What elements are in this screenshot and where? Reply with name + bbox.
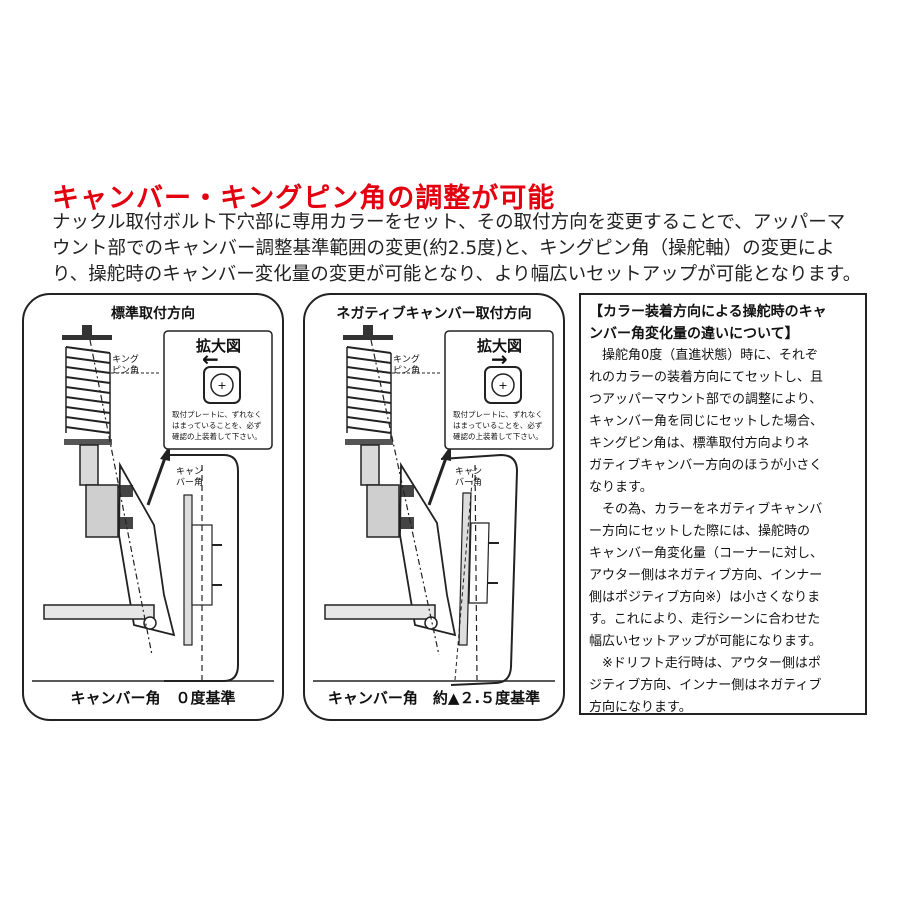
upper-bolt — [400, 485, 414, 497]
standard-mounting-panel: + 標準取付方向 キング ピン角 拡大図 ← 取付プレートに、ずれなく はまって… — [22, 293, 284, 721]
camber-label: キャン バー角 — [176, 467, 203, 489]
lower-bolt — [400, 517, 414, 529]
explanation-line: キャンバー角を同じにセットした場合、 — [589, 414, 824, 429]
mount-note: 取付プレートに、ずれなく はまっていることを、必ず 確認の上装着して下さい。 — [172, 409, 262, 442]
damper-tube — [79, 444, 99, 486]
spring-seat — [64, 439, 112, 445]
explanation-line: 幅広いセットアップが可能になります。 — [589, 634, 822, 649]
explanation-line: 操舵角0度（直進状態）時に、それぞ — [589, 348, 818, 363]
note-line: 確認の上装着して下さい。 — [172, 432, 262, 441]
damper-tube — [360, 444, 380, 486]
panel-caption: キャンバー角 約▲２.５度基準 — [327, 689, 541, 707]
explanation-line: れのカラーの装着方向にてセットし、且 — [589, 370, 824, 385]
intro-line: り、操舵時のキャンバー変化量の変更が可能となり、より幅広いセットアップが可能とな… — [52, 264, 862, 285]
lower-arm — [43, 604, 155, 620]
knuckle-outline — [118, 461, 176, 637]
intro-line: ウント部でのキャンバー調整基準範囲の変更(約2.5度)と、キングピン角（操舵軸）… — [52, 238, 835, 259]
camber-reference-line — [474, 464, 478, 681]
explanation-line: つアッパーマウント部での調整により、 — [589, 392, 823, 407]
kingpin-label: キング ピン角 — [112, 355, 139, 377]
wheel-outline — [164, 454, 239, 682]
kingpin-label-line: キング — [393, 355, 420, 365]
note-line: はまっていることを、必ず — [172, 421, 262, 430]
explanation-line: その為、カラーをネガティブキャンバ — [589, 502, 823, 517]
kingpin-label-line: ピン角 — [112, 366, 140, 376]
note-line: 取付プレートに、ずれなく — [172, 410, 262, 419]
explanation-line: ジティブ方向、インナー側はネガティブ — [589, 678, 822, 693]
svg-text:+: + — [217, 379, 226, 392]
panel-title: 標準取付方向 — [111, 306, 195, 322]
explanation-title: 【カラー装着方向による操舵時のキャ ンバー角変化量の違いについて】 — [589, 301, 857, 345]
kingpin-label-line: キング — [112, 355, 139, 365]
coil-spring — [346, 346, 392, 439]
pointer-arrow — [427, 454, 449, 506]
camber-label: キャン バー角 — [455, 467, 482, 489]
knuckle-outline — [399, 461, 457, 637]
explanation-line: キャンバー角変化量（コーナーに対し、 — [589, 546, 824, 561]
negative-camber-panel: + ネガティブキャンバー取付方向 キング ピン角 拡大図 → 取付プレートに、ず… — [303, 293, 565, 721]
camber-label-line: バー角 — [455, 478, 483, 488]
wheel-outline — [440, 453, 519, 686]
camber-label-line: バー角 — [176, 478, 204, 488]
explanation-box: 【カラー装着方向による操舵時のキャ ンバー角変化量の違いについて】 操舵角0度（… — [579, 293, 867, 715]
knuckle-bracket — [85, 484, 119, 538]
top-mount-stud — [363, 325, 373, 337]
left-arrow-icon: ← — [202, 347, 219, 371]
svg-text:+: + — [498, 379, 507, 392]
explanation-line: なります。 — [589, 480, 653, 495]
explanation-line: ガティブキャンバー方向のほうが小さく — [589, 458, 823, 473]
intro-line: ナックル取付ボルト下穴部に専用カラーをセット、その取付方向を変更することで、アッ… — [52, 212, 846, 233]
lower-arm — [324, 604, 436, 620]
enlarge-title: 拡大図 — [477, 337, 523, 355]
explanation-body: 操舵角0度（直進状態）時に、それぞ れのカラーの装着方向にてセットし、且 つアッ… — [589, 345, 857, 719]
kingpin-axis — [89, 339, 153, 656]
note-line: 確認の上装着して下さい。 — [453, 432, 543, 441]
spring-seat — [345, 439, 393, 445]
explanation-title-line: ンバー角変化量の違いについて】 — [589, 326, 799, 342]
ball-joint — [143, 616, 157, 630]
kingpin-label: キング ピン角 — [393, 355, 420, 377]
top-mount-plate — [343, 335, 393, 340]
explanation-line: す。これにより、走行シーンに合わせた — [589, 612, 821, 627]
coil-spring — [65, 346, 111, 439]
top-mount-stud — [82, 325, 92, 337]
intro-paragraph: ナックル取付ボルト下穴部に専用カラーをセット、その取付方向を変更することで、アッ… — [52, 210, 872, 288]
panel-title: ネガティブキャンバー取付方向 — [336, 306, 532, 322]
hub — [468, 522, 490, 604]
mount-note: 取付プレートに、ずれなく はまっていることを、必ず 確認の上装着して下さい。 — [453, 409, 543, 442]
note-line: はまっていることを、必ず — [453, 421, 543, 430]
explanation-line: ※ドリフト走行時は、アウター側はポ — [589, 656, 821, 671]
right-arrow-icon: → — [491, 347, 508, 371]
brake-rotor — [183, 494, 193, 646]
explanation-line: ー方向にセットした際には、操舵時の — [589, 524, 811, 539]
camber-label-line: キャン — [455, 467, 483, 477]
negative-suspension-diagram: + — [313, 325, 555, 686]
knuckle-bracket — [366, 484, 400, 538]
camber-label-line: キャン — [176, 467, 204, 477]
kingpin-label-line: ピン角 — [393, 366, 421, 376]
upper-bolt — [119, 485, 133, 497]
standard-suspension-diagram: + — [32, 325, 274, 682]
note-line: 取付プレートに、ずれなく — [453, 410, 543, 419]
kingpin-axis — [370, 339, 440, 656]
pointer-arrow — [146, 454, 168, 506]
explanation-line: アウター側はネガティブ方向、インナー — [589, 568, 823, 583]
main-heading: キャンバー・キングピン角の調整が可能 — [52, 183, 556, 214]
enlarge-title: 拡大図 — [196, 337, 242, 355]
top-mount-plate — [62, 335, 112, 340]
camber-angle-line — [454, 469, 474, 681]
explanation-line: キングピン角は、標準取付方向よりネ — [589, 436, 810, 451]
explanation-title-line: 【カラー装着方向による操舵時のキャ — [589, 304, 827, 320]
explanation-line: 側はポジティブ方向※）は小さくなりま — [589, 590, 821, 605]
panel-caption: キャンバー角 ０度基準 — [70, 689, 236, 707]
explanation-line: 方向になります。 — [589, 700, 692, 715]
